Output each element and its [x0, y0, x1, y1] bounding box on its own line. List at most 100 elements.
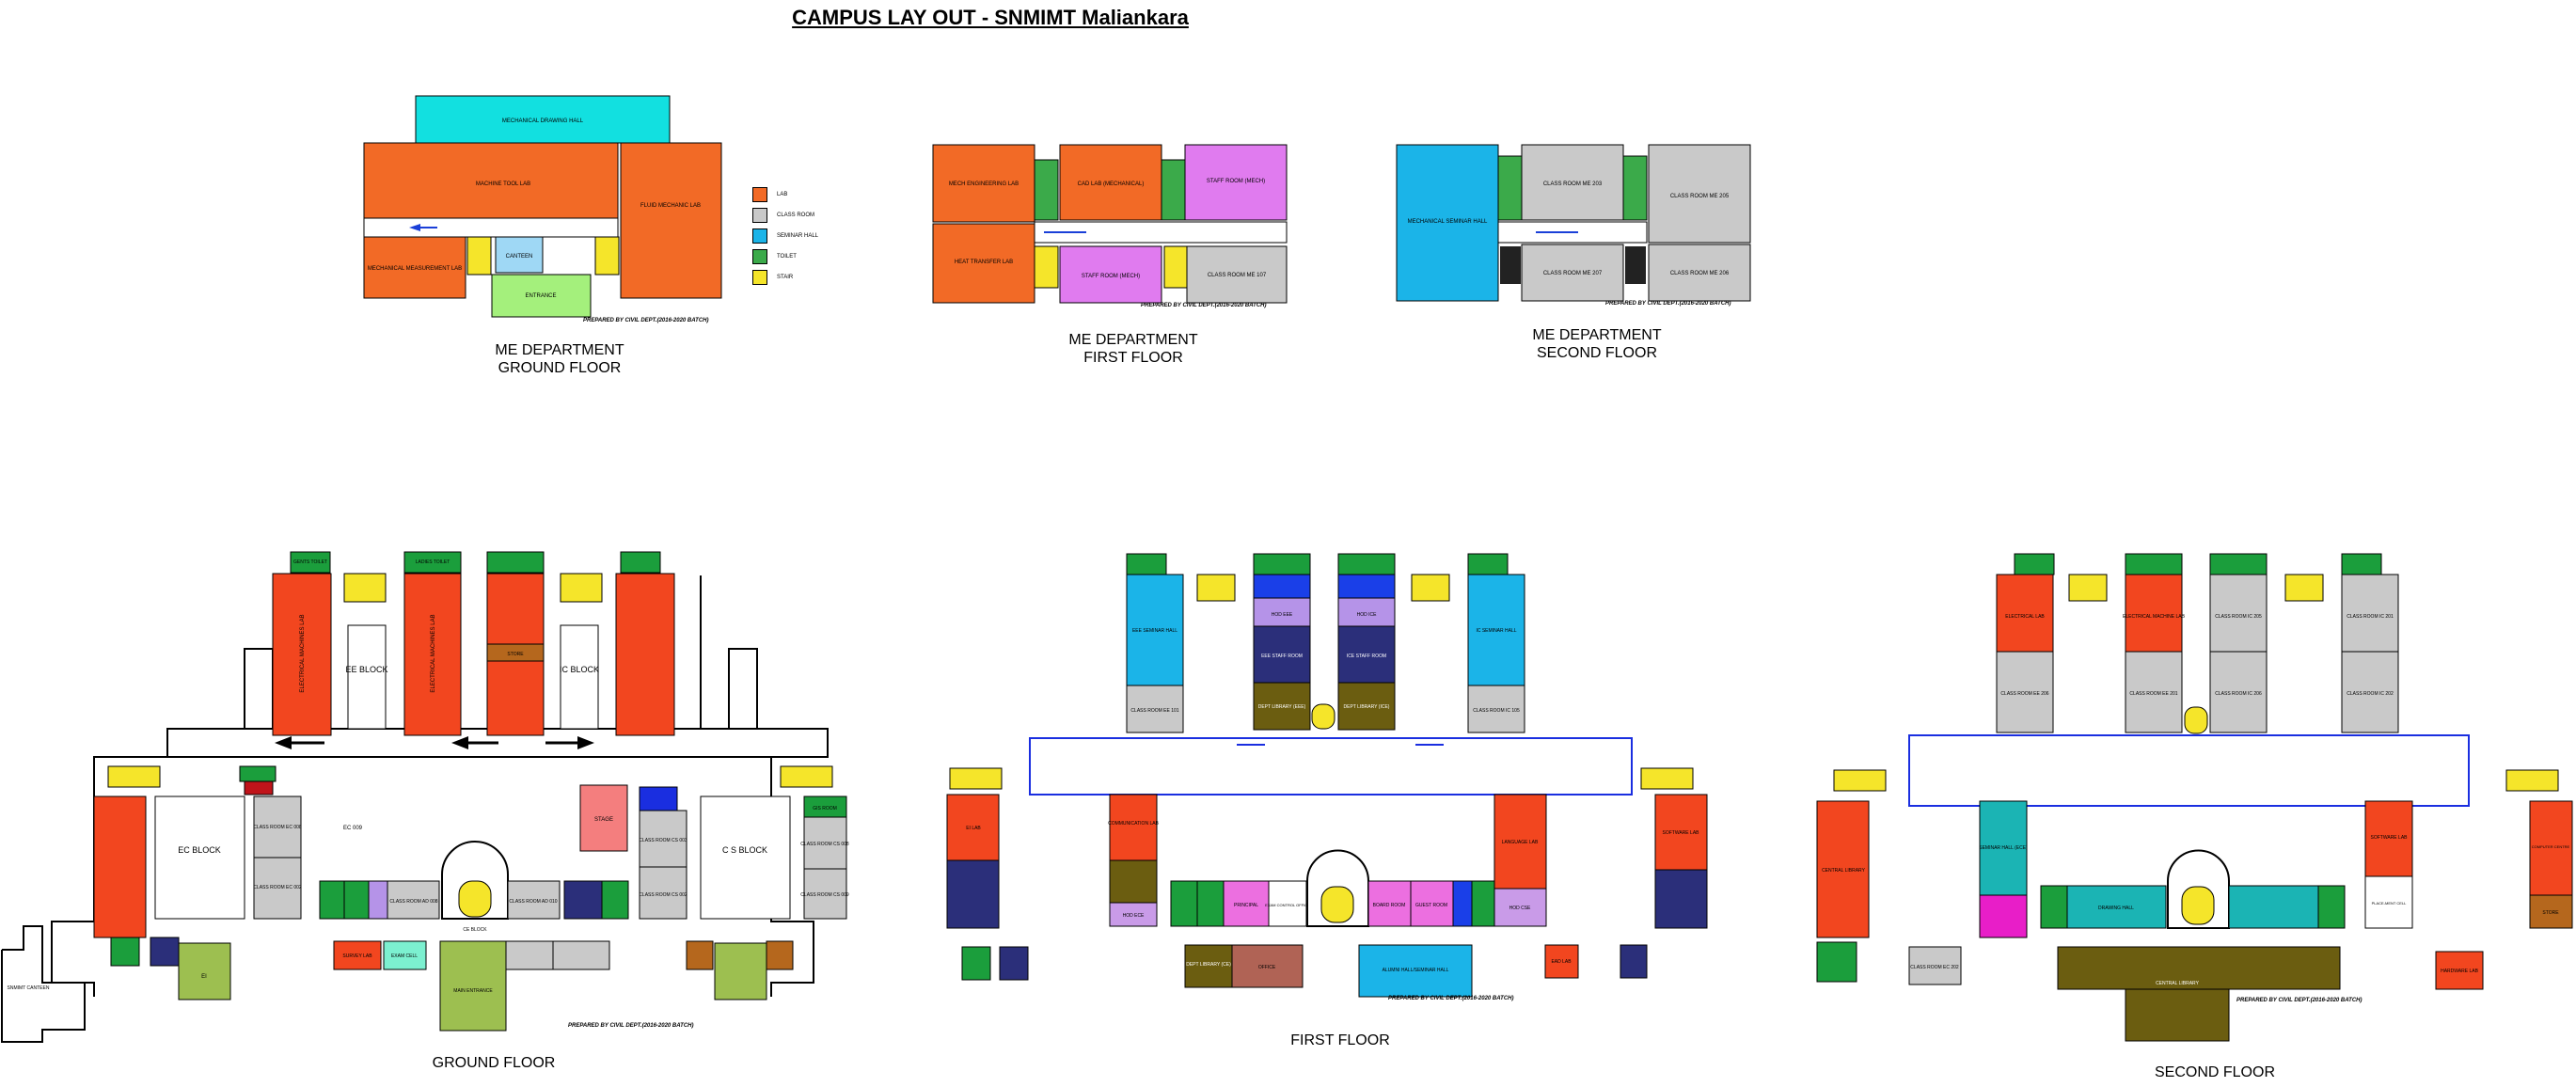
measurement-lab: [363, 236, 466, 299]
entrance: [491, 274, 592, 318]
gents-toilet-3: [2040, 885, 2068, 929]
svg-text:DEPT LIBRARY (EEE): DEPT LIBRARY (EEE): [1258, 704, 1306, 710]
stair: [466, 236, 492, 276]
gents-toilet-5: [961, 946, 991, 981]
class-ic206: [2209, 651, 2268, 733]
class-ic201: [2341, 574, 2399, 653]
central-library: [1816, 800, 1870, 938]
mech-eng-label: MECH ENGINEERING LAB: [949, 181, 1019, 187]
class-me207: [1521, 244, 1624, 302]
svg-text:CLASS ROOM EC 002: CLASS ROOM EC 002: [253, 885, 302, 890]
ladies-toilet-2: [1467, 553, 1509, 575]
dept-lib: [1109, 859, 1158, 904]
central-library-3: [2125, 988, 2230, 1042]
second-floor-plan: ELECTRICAL LAB CLASS ROOM EE 206 ELECTRI…: [1816, 553, 2573, 1042]
blue-room: [1253, 574, 1311, 599]
staff2-label: STAFF ROOM (MECH): [1082, 274, 1140, 279]
measurement-label: MECHANICAL MEASUREMENT LAB: [368, 266, 462, 272]
navy-room-4: [1620, 944, 1648, 979]
svg-text:CLASS ROOM CS 008: CLASS ROOM CS 008: [800, 842, 849, 847]
class-me205: [1648, 144, 1751, 244]
snmimt-canteen-label: SNMIMT CANTEEN: [8, 985, 50, 991]
class-ec202: [1908, 946, 1962, 985]
svg-text:SOFTWARE LAB: SOFTWARE LAB: [1663, 830, 1700, 836]
ice-staff: [1337, 625, 1396, 684]
computer-centre: [2529, 800, 2573, 896]
svg-text:GIS ROOM: GIS ROOM: [813, 806, 837, 811]
svg-text:ELECTRICAL MACHINES LAB: ELECTRICAL MACHINES LAB: [300, 614, 306, 692]
office: [1231, 944, 1304, 988]
me-ground-caption: ME DEPARTMENT GROUND FLOOR: [495, 342, 624, 376]
ic-block-label: IC BLOCK: [560, 665, 599, 674]
corridor: [363, 217, 619, 238]
ladies-toilet: [1253, 553, 1311, 575]
gents-toilet: [2014, 553, 2055, 575]
legend-item-seminar: SEMINAR HALL: [752, 226, 818, 246]
ei-lab-2: [714, 942, 767, 1000]
stair-4: [780, 765, 833, 788]
svg-text:CLASS ROOM AD 010: CLASS ROOM AD 010: [509, 899, 557, 905]
c207-label: CLASS ROOM ME 207: [1543, 271, 1603, 276]
alumni-hall: [1358, 944, 1473, 998]
class-ec008: [253, 796, 302, 859]
svg-text:SOFTWARE LAB: SOFTWARE LAB: [2371, 835, 2409, 841]
store-2: [686, 940, 714, 970]
class-ic105: [1467, 685, 1525, 733]
prepared-by-second: PREPARED BY CIVIL DEPT.(2016-2020 BATCH): [2236, 998, 2363, 1003]
gents-toilet-3: [239, 765, 277, 782]
fluid-label: FLUID MECHANIC LAB: [640, 203, 701, 209]
fluid-mechanic-lab: [620, 142, 722, 299]
legend-item-stair: STAIR: [752, 267, 818, 288]
class-ee206: [1996, 651, 2054, 733]
cad-label: CAD LAB (MECHANICAL): [1078, 181, 1145, 187]
ladies-toilet-4: [1471, 880, 1495, 927]
c206-label: CLASS ROOM ME 206: [1670, 271, 1730, 276]
gents-toilet-2: [2209, 553, 2268, 575]
second-caption: SECOND FLOOR: [2154, 1064, 2275, 1080]
svg-text:DEPT LIBRARY (CE): DEPT LIBRARY (CE): [1186, 962, 1231, 968]
svg-text:LANGUAGE LAB: LANGUAGE LAB: [1502, 840, 1539, 845]
heat-transfer-lab: [932, 223, 1035, 304]
ladies-toilet-4: [343, 880, 370, 920]
seminar-hall: [1396, 144, 1499, 302]
drawing-hall-2: [2228, 885, 2319, 929]
ec-block: [154, 796, 245, 920]
svg-text:CLASS ROOM EE 206: CLASS ROOM EE 206: [2000, 691, 2048, 697]
ee-block-label: EE BLOCK: [345, 665, 387, 674]
store: [486, 643, 545, 662]
svg-text:STAGE: STAGE: [594, 817, 613, 823]
c203-label: CLASS ROOM ME 203: [1543, 181, 1603, 187]
prepared-by: PREPARED BY CIVIL DEPT.(2016-2020 BATCH): [583, 318, 709, 323]
stair-center: [2181, 886, 2215, 925]
svg-text:COMMUNICATION LAB: COMMUNICATION LAB: [1108, 821, 1159, 827]
gents-toilet-2: [486, 551, 545, 574]
hod-room: [368, 880, 388, 920]
svg-text:CENTRAL LIBRARY: CENTRAL LIBRARY: [2156, 981, 2200, 986]
stair-2: [2184, 706, 2208, 734]
drawing-hall: [415, 95, 671, 144]
svg-text:STORE: STORE: [507, 652, 524, 657]
cad-lab: [1059, 144, 1162, 221]
software-lab: [2364, 800, 2413, 877]
stair: [1034, 245, 1059, 289]
svg-text:EAD LAB: EAD LAB: [1551, 959, 1572, 965]
machine-tool-label: MACHINE TOOL LAB: [476, 181, 530, 187]
placement: [2364, 875, 2413, 929]
svg-text:STORE: STORE: [2542, 910, 2559, 916]
stair-4: [1833, 769, 1887, 792]
arrow-left-icon: [275, 736, 292, 749]
svg-text:HOD EEE: HOD EEE: [1272, 612, 1293, 618]
canteen-label: CANTEEN: [506, 254, 533, 260]
elec-machines-lab: [272, 573, 332, 736]
svg-text:ICE STAFF ROOM: ICE STAFF ROOM: [1347, 654, 1386, 659]
navy-room-2: [1654, 869, 1708, 929]
svg-text:EI: EI: [201, 974, 207, 980]
ladies-toilet-3: [2317, 885, 2346, 929]
svg-text:CENTRAL LIBRARY: CENTRAL LIBRARY: [1822, 868, 1866, 874]
svg-text:DEPT LIBRARY (ICE): DEPT LIBRARY (ICE): [1344, 704, 1390, 710]
elec-lab-3: [615, 573, 675, 736]
class-me203: [1521, 144, 1624, 221]
staff1-label: STAFF ROOM (MECH): [1207, 179, 1265, 184]
first-floor-plan: EEE SEMINAR HALL CLASS ROOM EE 101 HOD E…: [946, 553, 1708, 998]
legend-item-lab: LAB: [752, 184, 818, 205]
